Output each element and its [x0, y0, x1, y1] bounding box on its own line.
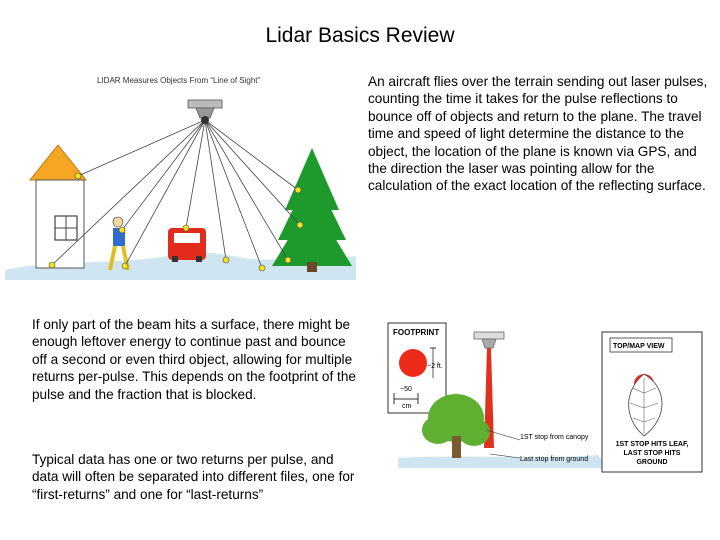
aircraft-icon	[473, 331, 505, 349]
topmap-label: TOP/MAP VIEW	[613, 343, 665, 350]
laser-beam	[484, 348, 494, 448]
tree-illustration	[422, 394, 490, 458]
lidar-line-of-sight-figure: LIDAR Measures Objects From “Line of Sig…	[5, 76, 356, 280]
figure1-caption: LIDAR Measures Objects From “Line of Sig…	[97, 76, 261, 85]
page-title: Lidar Basics Review	[265, 24, 455, 47]
aircraft-icon	[187, 99, 223, 124]
last-stop-label: Last stop from ground	[520, 456, 588, 463]
size-cm-label: cm	[402, 403, 412, 410]
partial-beam-paragraph: If only part of the beam hits a surface,…	[32, 317, 356, 402]
laser-lines	[51, 119, 301, 269]
leaf-label-line1: 1ST STOP HITS LEAF,	[616, 441, 689, 448]
first-stop-label: 1ST stop from canopy	[520, 434, 589, 441]
footprint-figure: FOOTPRINT ~2 ft. ~50 cm 1ST stop from ca…	[387, 322, 703, 473]
size-50-label: ~50	[400, 386, 412, 393]
returns-paragraph: Typical data has one or two returns per …	[32, 452, 355, 502]
leaf-label-line3: GROUND	[636, 459, 667, 466]
return-points	[48, 172, 304, 272]
size-2ft-label: ~2 ft.	[427, 363, 443, 370]
footprint-label: FOOTPRINT	[393, 328, 439, 337]
red-bus-illustration	[168, 228, 206, 262]
house-illustration	[28, 144, 88, 269]
leaf-label-line2: LAST STOP HITS	[624, 450, 681, 457]
pine-tree-illustration	[272, 148, 352, 272]
aircraft-paragraph: An aircraft flies over the terrain sendi…	[368, 74, 708, 194]
leaf-topview-illustration	[628, 373, 663, 437]
